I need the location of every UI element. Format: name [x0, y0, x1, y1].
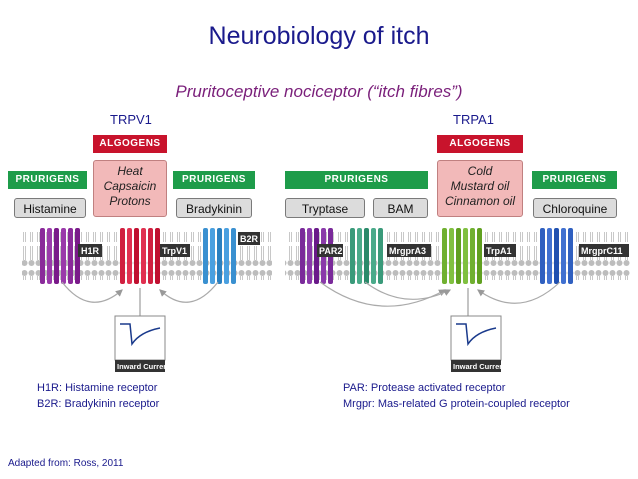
bam-pill: BAM — [373, 198, 428, 218]
left-arrow-a — [61, 281, 123, 303]
h1r-receptor: H1R — [40, 228, 102, 284]
mrgpra3-label: MrgprA3 — [389, 246, 426, 256]
right-prurigens-tag-b: PRURIGENS — [532, 171, 617, 189]
par2-receptor: PAR2 — [300, 228, 343, 284]
receptor-diagram: H1R TrpV1 B2R PAR2 Mrg — [22, 228, 630, 372]
left-arrow-b — [159, 281, 219, 303]
left-prurigens-tag-a: PRURIGENS — [8, 171, 87, 189]
right-definitions: PAR: Protease activated receptor Mrgpr: … — [343, 380, 570, 412]
left-current-label: Inward Current — [117, 362, 171, 371]
trpv1-label: TrpV1 — [162, 246, 187, 256]
chloroquine-pill: Chloroquine — [533, 198, 617, 218]
def-mrgpr: Mrgpr: Mas-related G protein-coupled rec… — [343, 398, 570, 410]
histamine-pill: Histamine — [14, 198, 86, 218]
left-algogens-box: Heat Capsaicin Protons — [93, 160, 167, 217]
right-algogens-tag: ALGOGENS — [437, 135, 523, 153]
b2r-receptor: B2R — [203, 228, 260, 284]
source-credit: Adapted from: Ross, 2011 — [8, 458, 124, 469]
left-algogens-tag: ALGOGENS — [93, 135, 167, 153]
left-definitions: H1R: Histamine receptor B2R: Bradykinin … — [37, 380, 159, 412]
trpa1-receptor: TrpA1 — [442, 228, 516, 284]
trpv1-receptor: TrpV1 — [120, 228, 190, 284]
trpa1-label: TrpA1 — [486, 246, 512, 256]
page-title: Neurobiology of itch — [208, 22, 430, 50]
right-prurigens-tag-a: PRURIGENS — [285, 171, 428, 189]
trpa1-channel-label: TRPA1 — [453, 112, 494, 127]
b2r-label: B2R — [240, 234, 259, 244]
algogen-heat: Heat — [117, 164, 143, 178]
def-b2r: B2R: Bradykinin receptor — [37, 398, 160, 410]
bradykinin-pill: Bradykinin — [176, 198, 252, 218]
right-current-label: Inward Current — [453, 362, 507, 371]
left-inward-current: Inward Current — [114, 315, 171, 372]
page-subtitle: Pruritoceptive nociceptor (“itch fibres”… — [175, 82, 463, 101]
mrgprc11-label: MrgprC11 — [581, 246, 623, 256]
trpv1-channel-label: TRPV1 — [110, 112, 152, 127]
def-h1r: H1R: Histamine receptor — [37, 382, 158, 394]
mrgprc11-receptor: MrgprC11 — [540, 228, 629, 284]
algogen-cinnamon-oil: Cinnamon oil — [444, 194, 516, 208]
right-inward-current: Inward Current — [450, 315, 507, 372]
mrgpra3-receptor: MrgprA3 — [350, 228, 431, 284]
def-par: PAR: Protease activated receptor — [343, 382, 506, 394]
algogen-protons: Protons — [109, 194, 151, 208]
algogen-mustard-oil: Mustard oil — [450, 179, 510, 193]
par2-label: PAR2 — [319, 246, 342, 256]
left-prurigens-tag-b: PRURIGENS — [173, 171, 255, 189]
right-algogens-box: Cold Mustard oil Cinnamon oil — [437, 160, 523, 217]
right-arrow-a — [319, 281, 447, 307]
tryptase-pill: Tryptase — [285, 198, 365, 218]
right-arrow-c — [477, 281, 561, 304]
right-arrow-b — [364, 281, 452, 300]
h1r-label: H1R — [81, 246, 100, 256]
algogen-capsaicin: Capsaicin — [103, 179, 157, 193]
algogen-cold: Cold — [467, 164, 493, 178]
